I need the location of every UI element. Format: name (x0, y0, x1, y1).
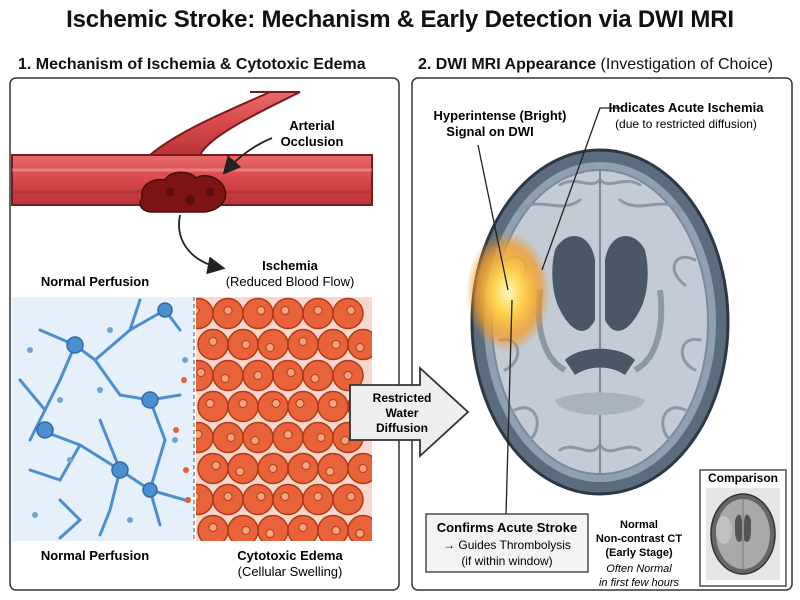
confirms-line-1: → Guides Thrombolysis (443, 538, 571, 552)
cell-nucleus (226, 433, 236, 442)
neuron-cell (141, 391, 159, 409)
edema-region (196, 297, 372, 541)
confirms-title: Confirms Acute Stroke (437, 520, 577, 535)
label-hyperintense-2: Signal on DWI (446, 124, 533, 139)
label-hyperintense-1: Hyperintense (Bright) (434, 108, 567, 123)
pointer-acute-ischemia (541, 107, 622, 271)
label-ischemia-sub: (Reduced Blood Flow) (226, 274, 355, 289)
cell-nucleus (196, 430, 203, 439)
cell-nucleus (241, 340, 251, 349)
cell-nucleus (331, 340, 341, 349)
cell-nucleus (325, 467, 335, 476)
dwi-lesion (466, 232, 550, 352)
label-acute-ischemia-sub: (due to restricted diffusion) (615, 117, 757, 131)
cell-nucleus (223, 306, 233, 315)
neuron-cell (36, 421, 54, 439)
ct-note-1: Often Normal (606, 563, 672, 575)
cell-nucleus (355, 343, 365, 352)
cell-nucleus (331, 526, 341, 535)
cell-nucleus (280, 492, 290, 501)
cell-nucleus (298, 523, 308, 532)
cell-nucleus (286, 368, 296, 377)
brain-mri-illustration (466, 148, 730, 496)
cell-nucleus (340, 436, 350, 445)
cell-nucleus (346, 306, 356, 315)
cell-nucleus (196, 306, 200, 315)
cell-nucleus (355, 529, 365, 538)
label-cytotoxic-edema: Cytotoxic Edema (237, 548, 343, 563)
cell-nucleus (313, 306, 323, 315)
cell-nucleus (298, 337, 308, 346)
cell-nucleus (205, 399, 215, 408)
neuron-region (12, 297, 194, 541)
cell-nucleus (211, 461, 221, 470)
occlusion-arrow (222, 137, 273, 175)
cell-nucleus (280, 306, 290, 315)
clot-icon (139, 171, 227, 213)
panel1-heading: 1. Mechanism of Ischemia & Cytotoxic Ede… (18, 56, 366, 73)
ct-line-2: Non-contrast CT (596, 533, 682, 545)
cell-nucleus (220, 374, 230, 383)
cell-nucleus (283, 430, 293, 439)
cell-nucleus (295, 399, 305, 408)
swollen-cell (347, 514, 372, 541)
cell-nucleus (256, 492, 266, 501)
neuron-cell (66, 336, 84, 354)
confirms-line-2: (if within window) (461, 554, 552, 568)
label-cytotoxic-edema-sub: (Cellular Swelling) (238, 564, 343, 579)
cell-nucleus (301, 461, 311, 470)
comparison-label: Comparison (708, 471, 778, 485)
pointer-hyperintense (477, 144, 509, 291)
neuron-cell (142, 482, 158, 498)
cell-nucleus (313, 492, 323, 501)
cell-nucleus (256, 306, 266, 315)
label-normal-perfusion-bottom: Normal Perfusion (41, 548, 149, 563)
artery-illustration (11, 91, 373, 213)
cell-nucleus (196, 368, 206, 377)
cell-nucleus (316, 433, 326, 442)
panel2-heading-rest: (Investigation of Choice) (596, 56, 774, 73)
pointer-confirms (505, 299, 513, 515)
cell-nucleus (265, 343, 275, 352)
cell-nucleus (343, 371, 353, 380)
neuron-cell (157, 302, 173, 318)
restricted-diffusion-arrow: Restricted Water Diffusion (349, 365, 470, 459)
cell-nucleus (271, 399, 281, 408)
neuron-cell (111, 461, 129, 479)
ct-line-3: (Early Stage) (605, 547, 673, 559)
ct-note-2: in first few hours (599, 577, 680, 589)
cell-nucleus (223, 492, 233, 501)
cell-nucleus (238, 399, 248, 408)
ct-thumbnail (706, 488, 780, 580)
panel2-heading-bold: 2. DWI MRI Appearance (418, 56, 597, 73)
cell-nucleus (250, 436, 260, 445)
confirms-box (425, 513, 589, 573)
cell-nucleus (328, 399, 338, 408)
cell-nucleus (208, 337, 218, 346)
label-ischemia: Ischemia (262, 258, 318, 273)
cell-nucleus (265, 529, 275, 538)
cell-nucleus (310, 374, 320, 383)
cell-nucleus (235, 467, 245, 476)
ct-line-1: Normal (620, 519, 658, 531)
ischemia-arrow (178, 214, 226, 275)
cell-nucleus (208, 523, 218, 532)
arrow-label-restricted: Restricted (373, 391, 432, 405)
label-arterial: Arterial (289, 118, 335, 133)
cell-nucleus (196, 492, 200, 501)
panel2-heading: 2. DWI MRI Appearance (Investigation of … (418, 56, 773, 74)
cell-nucleus (241, 526, 251, 535)
cell-nucleus (253, 371, 263, 380)
cell-nucleus (358, 464, 368, 473)
cell-nucleus (268, 464, 278, 473)
arrow-label-water: Water (386, 406, 419, 420)
label-occlusion: Occlusion (281, 134, 344, 149)
main-title: Ischemic Stroke: Mechanism & Early Detec… (66, 6, 734, 33)
cell-nucleus (346, 492, 356, 501)
arrow-label-diffusion: Diffusion (376, 421, 428, 435)
label-acute-ischemia: Indicates Acute Ischemia (609, 100, 765, 115)
label-normal-perfusion-top: Normal Perfusion (41, 274, 149, 289)
